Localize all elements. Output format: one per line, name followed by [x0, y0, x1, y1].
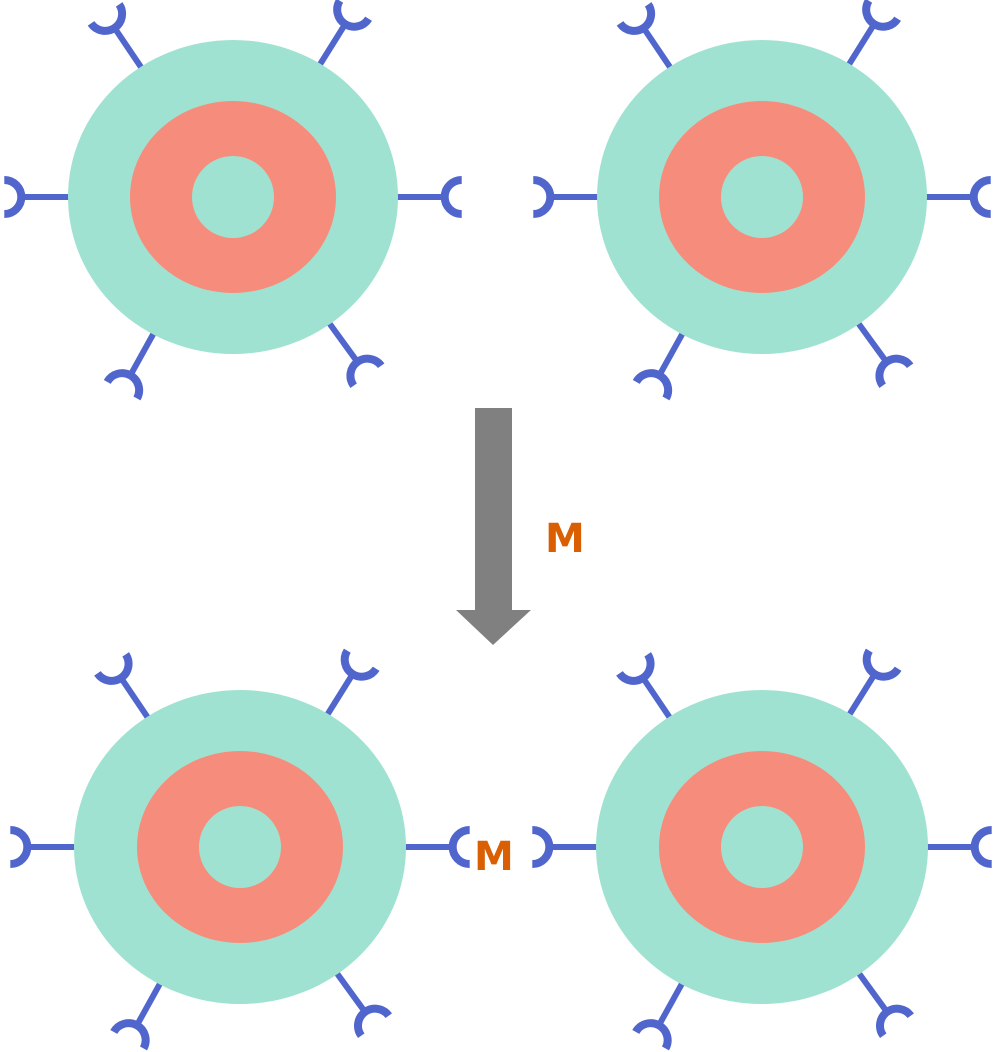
down-arrow: [456, 408, 531, 645]
receptor: [87, 2, 146, 72]
receptor: [923, 176, 992, 218]
receptor: [316, 0, 372, 69]
receptor-cup: [616, 652, 655, 685]
receptor-cup: [9, 826, 32, 868]
cell-nucleus: [192, 156, 274, 238]
receptor-cup: [875, 354, 914, 389]
receptor: [333, 969, 392, 1038]
cell-nucleus: [721, 806, 803, 888]
receptor-cup: [103, 369, 144, 401]
receptor-cup: [532, 176, 555, 218]
receptor-cup: [969, 176, 992, 218]
receptor: [402, 826, 471, 868]
receptor: [845, 648, 902, 719]
receptor: [94, 652, 152, 722]
receptor: [616, 2, 675, 72]
receptor-cup: [531, 826, 554, 868]
receptor: [325, 319, 385, 389]
receptor: [394, 176, 463, 218]
receptor: [110, 980, 164, 1051]
receptor-cup: [862, 648, 902, 681]
receptor: [532, 176, 601, 218]
receptor: [632, 330, 687, 401]
receptor: [855, 969, 914, 1038]
receptor-cup: [970, 826, 993, 868]
receptor-cup: [616, 2, 656, 35]
receptor: [854, 319, 914, 389]
receptor-cup: [876, 1004, 914, 1038]
receptor: [531, 826, 600, 868]
receptor-cup: [94, 652, 133, 685]
cell-top-right: [532, 0, 992, 401]
receptor-cup: [346, 354, 385, 389]
receptor-cup: [87, 2, 127, 35]
cell-top-left: [3, 0, 463, 401]
receptor-cup: [110, 1019, 150, 1051]
receptor: [3, 176, 72, 218]
receptor: [845, 0, 901, 69]
receptor-cup: [340, 648, 380, 681]
bound-ligand-label: M: [474, 834, 514, 880]
receptor-cup: [3, 176, 26, 218]
receptor-cup: [448, 826, 471, 868]
receptor-cup: [632, 369, 673, 401]
cell-bottom-right: [531, 648, 993, 1051]
cells-group: [3, 0, 993, 1051]
receptor-cup: [862, 0, 901, 31]
receptor: [323, 648, 380, 719]
receptor-cup: [354, 1004, 392, 1038]
arrow-label: M: [545, 516, 585, 562]
cell-nucleus: [721, 156, 803, 238]
receptor: [9, 826, 78, 868]
receptor: [924, 826, 993, 868]
cell-bottom-left: [9, 648, 471, 1051]
cell-nucleus: [199, 806, 281, 888]
receptor-cup: [440, 176, 463, 218]
receptor: [632, 980, 686, 1051]
receptor: [103, 330, 158, 401]
receptor-cup: [333, 0, 372, 31]
receptor: [616, 652, 674, 722]
receptor-cup: [632, 1019, 672, 1051]
